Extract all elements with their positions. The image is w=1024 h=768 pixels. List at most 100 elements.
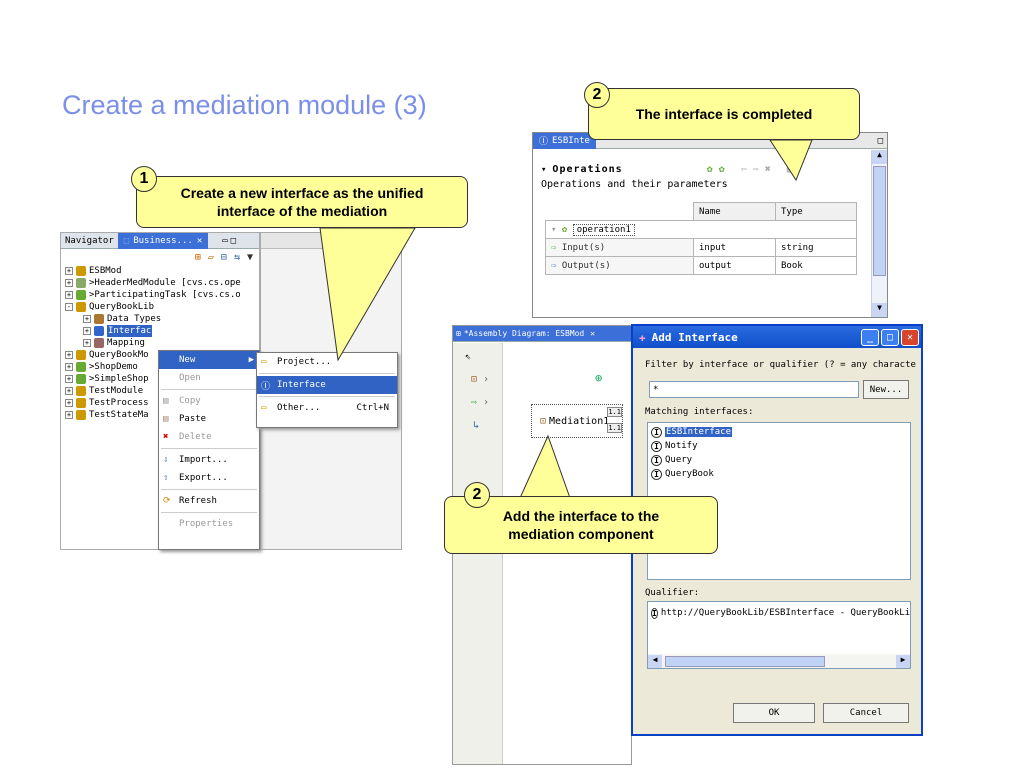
matching-label: Matching interfaces: — [645, 407, 754, 417]
tab-business[interactable]: ⬚ Business... ✕ — [117, 233, 209, 249]
add-interface-icon[interactable]: ⊕ — [595, 371, 603, 385]
properties-icon[interactable]: ▦ — [786, 164, 793, 175]
expand-icon[interactable]: + — [83, 339, 91, 347]
submenu-item-project[interactable]: ▭Project... — [261, 357, 332, 367]
add-output-icon[interactable]: ⇦ — [740, 164, 747, 175]
import-tool-icon[interactable]: ⇨ › — [471, 397, 490, 408]
submenu-arrow-icon: ▶ — [248, 355, 254, 365]
assembly-tab-label[interactable]: *Assembly Diagram: ESBMod — [463, 329, 585, 338]
menu-item-delete[interactable]: ✖Delete — [163, 432, 212, 442]
minimize-button[interactable]: _ — [861, 328, 879, 346]
scroll-left-icon[interactable]: ◀ — [648, 654, 662, 668]
close-button[interactable]: ✕ — [901, 328, 919, 346]
select-tool-icon[interactable]: ⇖ — [465, 351, 472, 362]
expand-icon[interactable]: + — [83, 315, 91, 323]
tree-item[interactable]: +TestStateMa — [65, 409, 259, 421]
tree-item[interactable]: +Data Types — [65, 313, 259, 325]
menu-item-paste[interactable]: ▤Paste — [163, 414, 207, 424]
close-icon[interactable]: ✕ — [196, 235, 203, 246]
expand-icon[interactable]: + — [65, 363, 73, 371]
qualifier-list[interactable]: I http://QueryBookLib/ESBInterface - Que… — [647, 601, 911, 669]
qualifier-item[interactable]: I http://QueryBookLib/ESBInterface - Que… — [651, 607, 911, 619]
menu-item-properties[interactable]: Properties — [179, 519, 234, 529]
cancel-button[interactable]: Cancel — [823, 703, 909, 723]
menu-item-copy[interactable]: ▤Copy — [163, 396, 201, 406]
submenu-item-other[interactable]: ▭Other...Ctrl+N — [261, 403, 389, 413]
grid-icon[interactable]: ⊞ — [194, 251, 201, 263]
expand-icon[interactable]: ▾ — [541, 164, 547, 175]
tree-item[interactable]: +ESBMod — [65, 265, 259, 277]
collapse-icon[interactable]: ⊟ — [220, 251, 227, 263]
callout-interface-completed: The interface is completed — [588, 88, 860, 140]
output-row[interactable]: ⇨ Output(s) output Book — [545, 256, 857, 275]
view-menu-icon[interactable]: ▼ — [246, 251, 253, 263]
tree-item[interactable]: +>ParticipatingTask [cvs.cs.o — [65, 289, 259, 301]
mediation-component[interactable]: ⊡ Mediation1 1.1 1.1 — [531, 404, 623, 438]
menu-item-export[interactable]: ⇧Export... — [163, 473, 228, 483]
tab-esb-interface[interactable]: Ⓘ ESBInte — [533, 133, 596, 149]
add-fault-icon[interactable]: ⇨ — [752, 164, 759, 175]
maximize-icon[interactable]: □ — [877, 135, 883, 146]
wire-tool-icon[interactable]: ↳ — [473, 420, 480, 431]
ok-button[interactable]: OK — [733, 703, 815, 723]
delete-icon[interactable]: ✖ — [764, 164, 771, 175]
tree-item[interactable]: -QueryBookLib — [65, 301, 259, 313]
output-type[interactable]: Book — [775, 256, 857, 275]
expand-icon[interactable]: + — [65, 399, 73, 407]
operation-row[interactable]: ▾ ✿ operation1 — [545, 220, 857, 239]
tree-item[interactable]: +>SimpleShop — [65, 373, 259, 385]
expand-icon[interactable]: + — [83, 327, 91, 335]
expand-icon[interactable]: + — [65, 375, 73, 383]
expand-icon[interactable]: + — [65, 411, 73, 419]
scroll-thumb[interactable] — [873, 166, 886, 276]
input-type[interactable]: string — [775, 238, 857, 257]
close-icon[interactable]: ✕ — [590, 329, 596, 338]
menu-item-refresh[interactable]: ⟳Refresh — [163, 496, 217, 506]
link-icon[interactable]: ⇆ — [233, 251, 240, 263]
expand-icon[interactable]: + — [65, 267, 73, 275]
collapse-icon[interactable]: ▾ — [551, 224, 557, 235]
scroll-right-icon[interactable]: ▶ — [896, 654, 910, 668]
expand-icon[interactable]: + — [65, 291, 73, 299]
input-name[interactable]: input — [693, 238, 776, 257]
menu-item-open[interactable]: Open — [179, 373, 201, 383]
folder-icon[interactable]: ▱ — [207, 251, 214, 263]
tree-item[interactable]: +TestProcess — [65, 397, 259, 409]
component-tool-icon[interactable]: ⊡ › — [471, 374, 490, 385]
horizontal-scrollbar[interactable]: ◀ ▶ — [648, 654, 910, 668]
expand-icon[interactable]: + — [65, 387, 73, 395]
menu-item-import[interactable]: ⇩Import... — [163, 455, 228, 465]
add-operation-icon[interactable]: ✿ — [706, 164, 713, 175]
minimize-icon[interactable]: ▭ — [222, 235, 228, 246]
scroll-up-icon[interactable]: ▲ — [872, 150, 887, 164]
expand-icon[interactable]: + — [65, 279, 73, 287]
tree-item[interactable]: +Interfac — [65, 325, 259, 337]
scroll-down-icon[interactable]: ▼ — [872, 303, 887, 317]
filter-input[interactable]: * — [649, 381, 859, 398]
new-interface-button[interactable]: New... — [863, 380, 909, 399]
add-input-icon[interactable]: ✿ — [718, 164, 725, 175]
menu-item-new[interactable]: New▶ — [159, 351, 259, 369]
expand-icon[interactable]: + — [65, 351, 73, 359]
tab-navigator[interactable]: Navigator — [65, 235, 114, 246]
header-type: Type — [775, 202, 857, 221]
output-name[interactable]: output — [693, 256, 776, 275]
tree-item[interactable]: +>ShopDemo — [65, 361, 259, 373]
vertical-scrollbar[interactable]: ▲ ▼ — [871, 150, 887, 317]
tree-item[interactable]: +>HeaderMedModule [cvs.cs.ope — [65, 277, 259, 289]
tree-item[interactable]: +TestModule — [65, 385, 259, 397]
tree-item[interactable]: +QueryBookMo — [65, 349, 259, 361]
maximize-icon[interactable]: □ — [230, 235, 237, 246]
tree-item[interactable]: +Mapping — [65, 337, 259, 349]
input-row[interactable]: ⇨ Input(s) input string — [545, 238, 857, 257]
maximize-button[interactable]: □ — [881, 328, 899, 346]
scroll-thumb[interactable] — [665, 655, 825, 667]
operation-name[interactable]: operation1 — [572, 223, 635, 236]
collapse-icon[interactable]: - — [65, 303, 73, 311]
